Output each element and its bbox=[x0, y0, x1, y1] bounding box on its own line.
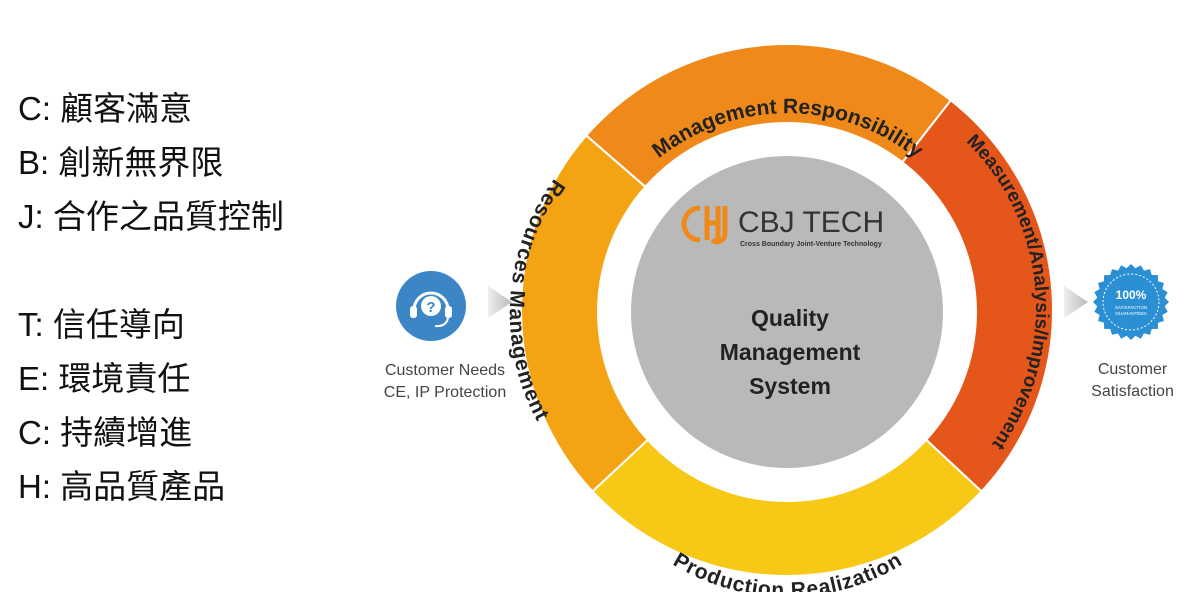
caption-line: Satisfaction bbox=[1091, 383, 1174, 400]
svg-text:?: ? bbox=[426, 299, 435, 316]
value-item: J: 合作之品質控制 bbox=[18, 198, 284, 235]
satisfaction-badge-icon: 100% SATISFACTION GUARANTEED bbox=[1093, 264, 1169, 340]
svg-text:SATISFACTION: SATISFACTION bbox=[1115, 305, 1147, 310]
value-item: B: 創新無界限 bbox=[18, 144, 224, 181]
value-item: C: 持續增進 bbox=[18, 414, 193, 451]
input-caption: Customer Needs CE, IP Protection bbox=[370, 360, 520, 404]
output-caption: Customer Satisfaction bbox=[1070, 359, 1195, 403]
cbj-logo: CBJ TECH Cross Boundary Joint-Venture Te… bbox=[681, 205, 884, 248]
values-list-2: T: 信任導向 E: 環境責任 C: 持續增進 H: 高品質產品 bbox=[18, 298, 225, 514]
svg-text:GUARANTEED: GUARANTEED bbox=[1115, 311, 1147, 316]
value-item: T: 信任導向 bbox=[18, 306, 185, 343]
center-title-line1: Quality bbox=[751, 305, 829, 331]
caption-line: Customer bbox=[1097, 361, 1168, 378]
svg-text:CBJ TECH: CBJ TECH bbox=[738, 206, 884, 239]
center-title-line3: System bbox=[749, 373, 831, 399]
value-item: H: 高品質產品 bbox=[18, 468, 226, 505]
arrow-right-icon bbox=[1064, 286, 1088, 318]
caption-line: Customer Needs bbox=[384, 362, 506, 379]
svg-text:Cross Boundary Joint-Venture T: Cross Boundary Joint-Venture Technology bbox=[740, 241, 882, 248]
values-list-1: C: 顧客滿意 B: 創新無界限 J: 合作之品質控制 bbox=[18, 82, 284, 244]
svg-text:100%: 100% bbox=[1116, 288, 1147, 302]
value-item: C: 顧客滿意 bbox=[18, 90, 193, 127]
value-item: E: 環境責任 bbox=[18, 360, 191, 397]
headset-question-icon: ? bbox=[396, 271, 466, 341]
arrow-right-icon bbox=[488, 286, 512, 318]
caption-line: CE, IP Protection bbox=[383, 384, 507, 401]
center-title-line2: Management bbox=[720, 339, 861, 365]
